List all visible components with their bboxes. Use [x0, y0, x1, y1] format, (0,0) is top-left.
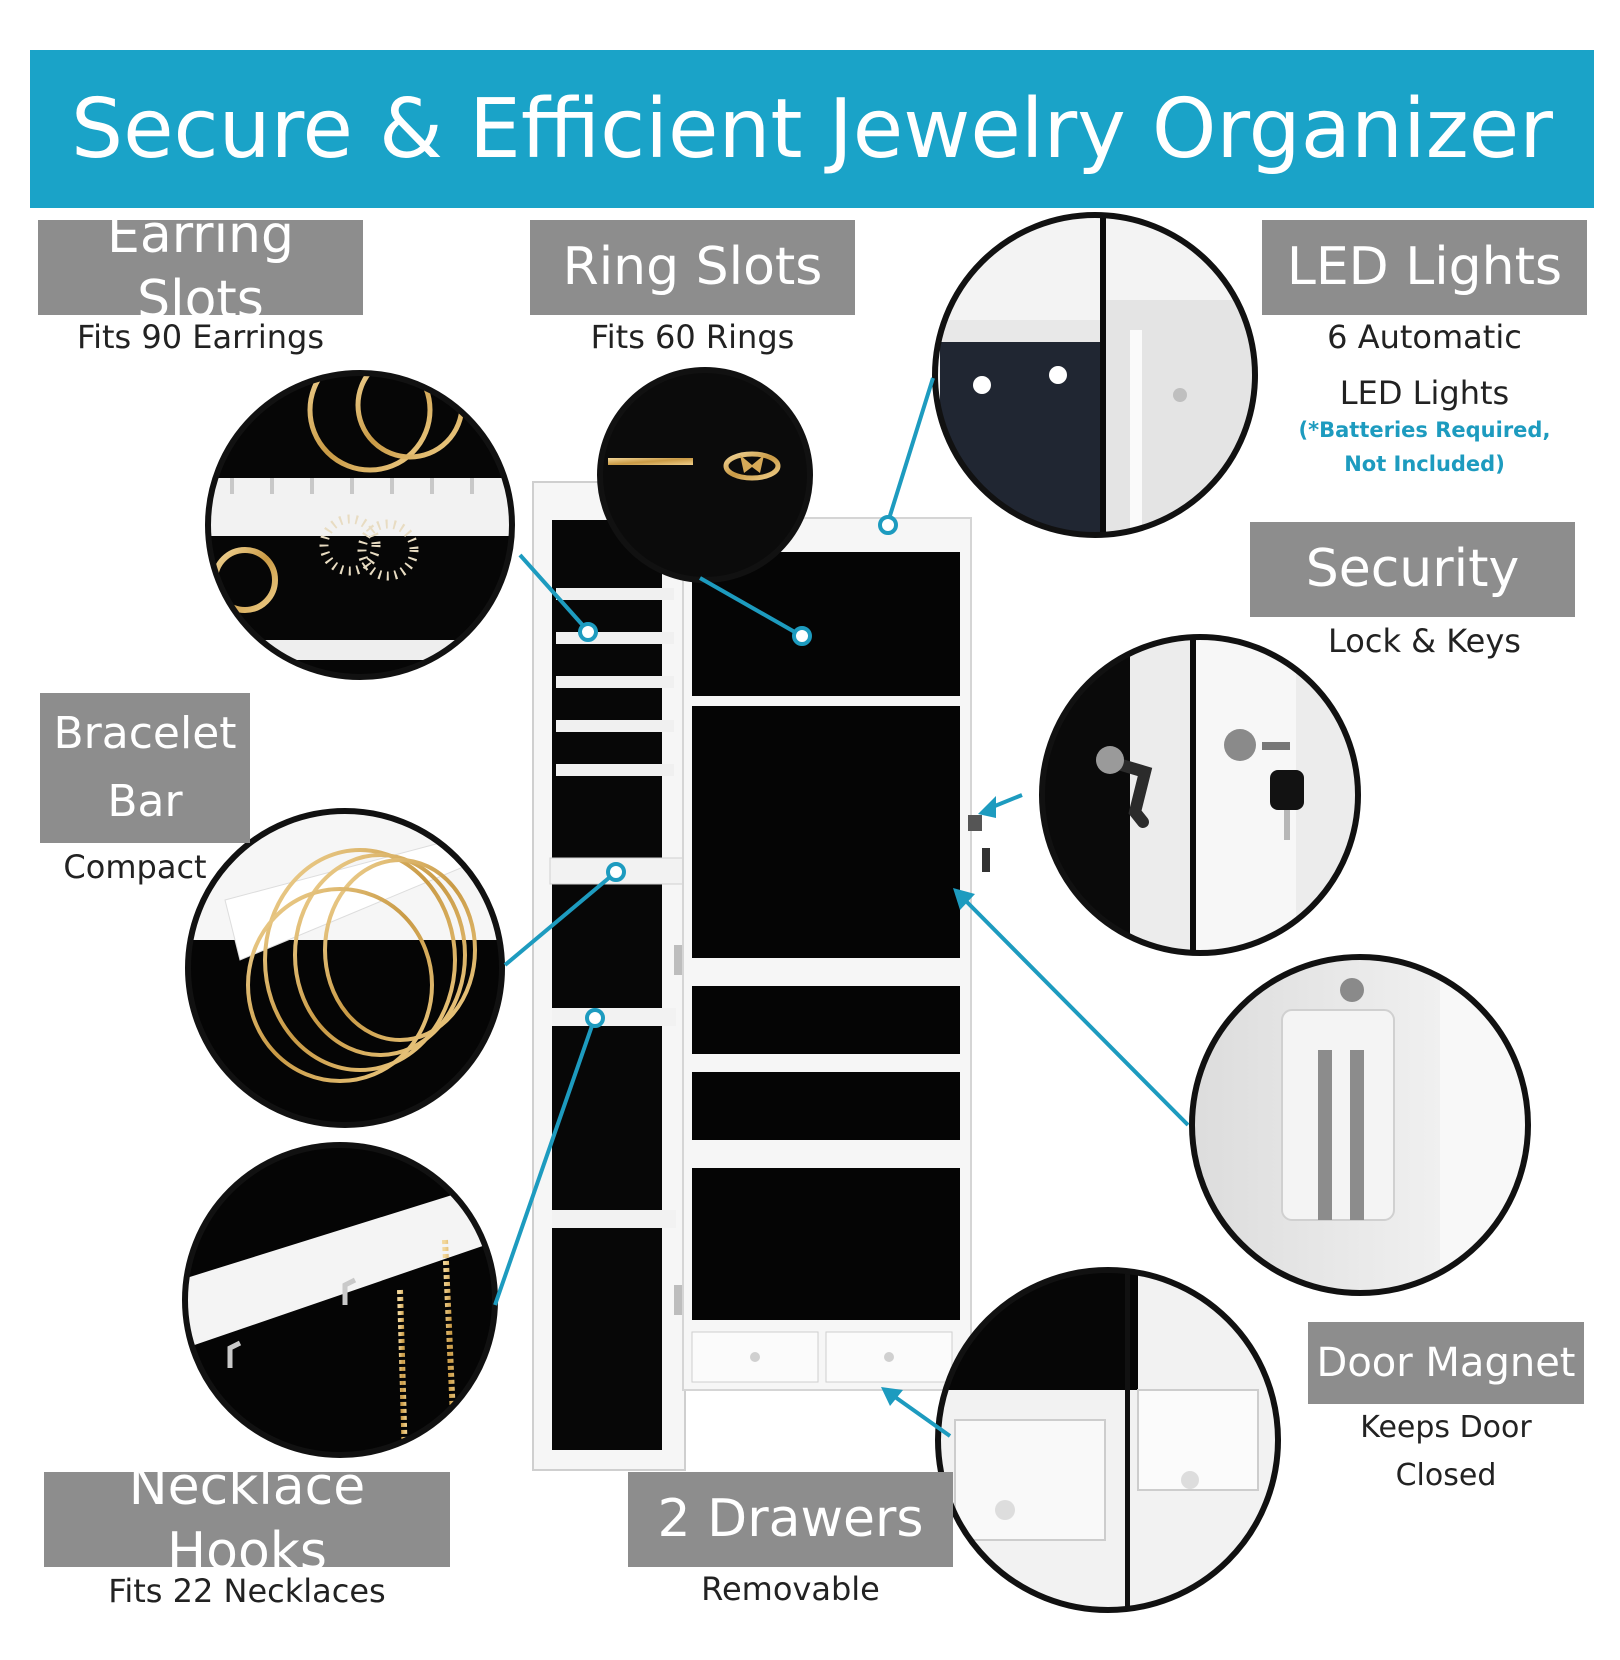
banner-title: Secure & Efficient Jewelry Organizer — [71, 81, 1553, 177]
security-title: Security — [1305, 539, 1520, 599]
led-lights-label: LED Lights — [1262, 220, 1587, 315]
door-magnet-subtitle-line1: Keeps Door — [1360, 1410, 1532, 1445]
drawers-title: 2 Drawers — [657, 1489, 924, 1549]
bracelet-bar-subtitle: Compact — [63, 848, 207, 886]
led-lights-title: LED Lights — [1286, 237, 1563, 297]
lock-closeup — [1039, 634, 1361, 956]
earring-slots-label: Earring Slots — [38, 205, 363, 330]
pointer-drawers — [886, 1390, 952, 1438]
pointer-earring — [518, 553, 589, 632]
drawers-subtitle: Removable — [701, 1570, 880, 1608]
led-battery-note-line1: (*Batteries Required, — [1298, 418, 1551, 442]
led-battery-note: (*Batteries Required, Not Included) — [1262, 414, 1587, 481]
pointer-arrowheads — [881, 796, 996, 1406]
earring-slots-title: Earring Slots — [107, 204, 294, 330]
title-banner: Secure & Efficient Jewelry Organizer — [30, 50, 1594, 208]
door-magnet-subtitle-line2: Closed — [1395, 1458, 1497, 1493]
necklace-hooks-subtitle: Fits 22 Necklaces — [108, 1572, 386, 1610]
pointer-dots — [578, 515, 898, 1028]
ring-closeup — [597, 367, 813, 583]
bracelet-closeup — [185, 808, 505, 1128]
pointer-necklace — [493, 1019, 596, 1306]
necklace-closeup — [182, 1142, 498, 1458]
bracelet-bar-title-line1: Bracelet — [53, 707, 237, 759]
led-lights-subtitle-line1: 6 Automatic — [1327, 318, 1522, 356]
door-velvet-panel — [552, 520, 662, 1450]
drawers-label: 2 Drawers — [628, 1472, 953, 1567]
drawer-closeup — [935, 1267, 1281, 1613]
necklace-hooks-title: Necklace Hooks — [128, 1456, 366, 1582]
security-label: Security — [1250, 522, 1575, 617]
earring-closeup — [205, 370, 515, 680]
led-battery-note-line2: Not Included) — [1344, 451, 1505, 476]
pointer-led — [886, 377, 935, 523]
necklace-hooks-label: Necklace Hooks — [44, 1457, 450, 1582]
jewelry-cabinet — [532, 481, 990, 1471]
pointer-bracelet — [503, 870, 618, 967]
ring-slots-subtitle: Fits 60 Rings — [590, 318, 795, 356]
led-closeup — [932, 212, 1258, 538]
door-magnet-title: Door Magnet — [1316, 1340, 1576, 1386]
led-lights-subtitle-line2: LED Lights — [1339, 374, 1510, 412]
magnet-closeup — [1189, 954, 1531, 1296]
security-subtitle: Lock & Keys — [1328, 622, 1521, 660]
ring-slots-title: Ring Slots — [562, 237, 823, 297]
door-magnet-label: Door Magnet — [1308, 1322, 1584, 1404]
bracelet-bar-label: Bracelet Bar — [40, 693, 250, 843]
ring-slots-label: Ring Slots — [530, 220, 855, 315]
pointer-magnet — [958, 893, 1190, 1127]
earring-slots-subtitle: Fits 90 Earrings — [77, 318, 324, 356]
bracelet-bar-title-line2: Bar — [107, 776, 183, 827]
pointer-ring — [699, 576, 801, 637]
